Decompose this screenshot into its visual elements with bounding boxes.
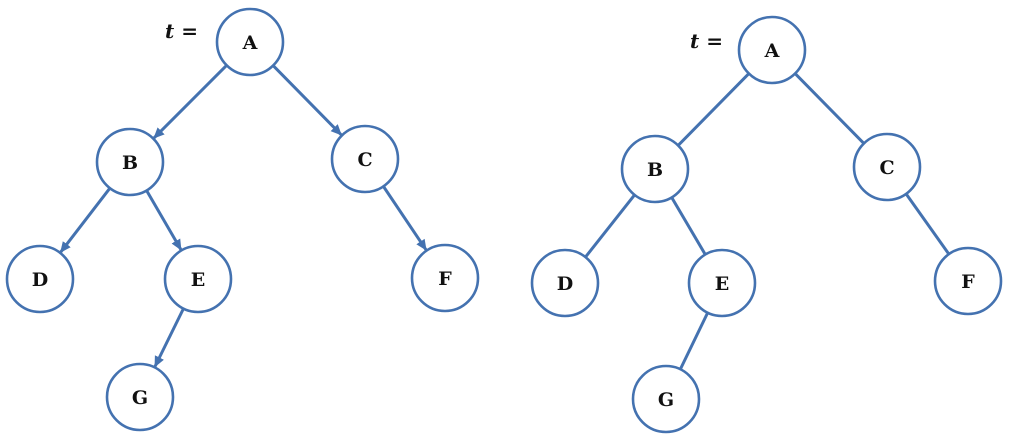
node-g: G <box>631 364 701 434</box>
node-c: C <box>330 124 400 194</box>
node-circle <box>852 132 922 202</box>
right-tree: t = A B C D E F G <box>530 15 1003 434</box>
node-d: D <box>5 244 75 314</box>
edge-b-e <box>145 189 183 251</box>
node-b: B <box>620 134 690 204</box>
node-label: A <box>242 32 258 54</box>
edges <box>59 64 428 368</box>
node-e: E <box>687 248 757 318</box>
node-circle <box>95 127 165 197</box>
node-circle <box>330 124 400 194</box>
node-circle <box>737 15 807 85</box>
node-label: C <box>357 149 372 171</box>
left-tree: t = A B C D E F G <box>5 7 480 432</box>
node-label: G <box>658 389 674 411</box>
node-label: D <box>32 269 48 291</box>
nodes: A B C D E F G <box>5 7 480 432</box>
node-a: A <box>215 7 285 77</box>
nodes: A B C D E F G <box>530 15 1003 434</box>
edge-b-e <box>670 196 707 256</box>
node-circle <box>105 362 175 432</box>
node-e: E <box>163 244 233 314</box>
node-label: E <box>715 273 729 295</box>
node-circle <box>687 248 757 318</box>
node-f: F <box>410 243 480 313</box>
edges <box>584 72 951 370</box>
edge-e-g <box>678 312 710 370</box>
node-circle <box>215 7 285 77</box>
node-label: G <box>132 387 148 409</box>
node-label: B <box>122 152 138 174</box>
tree-caption: t = <box>165 19 198 43</box>
node-label: E <box>191 269 205 291</box>
node-circle <box>410 243 480 313</box>
node-a: A <box>737 15 807 85</box>
edge-c-f <box>904 193 951 255</box>
node-label: C <box>879 157 894 179</box>
edge-a-c <box>794 72 865 145</box>
node-circle <box>5 244 75 314</box>
node-label: D <box>557 273 573 295</box>
edge-a-b <box>677 72 750 147</box>
tree-caption: t = <box>690 29 723 53</box>
edge-e-g <box>153 307 185 368</box>
node-circle <box>620 134 690 204</box>
node-b: B <box>95 127 165 197</box>
node-f: F <box>933 246 1003 316</box>
node-circle <box>933 246 1003 316</box>
edge-c-f <box>382 185 428 251</box>
node-circle <box>530 248 600 318</box>
node-d: D <box>530 248 600 318</box>
node-label: F <box>961 271 975 293</box>
node-label: F <box>438 268 452 290</box>
node-circle <box>631 364 701 434</box>
edge-b-d <box>584 193 636 259</box>
node-label: A <box>764 40 780 62</box>
node-label: B <box>647 159 663 181</box>
node-circle <box>163 244 233 314</box>
edge-b-d <box>59 187 112 253</box>
node-c: C <box>852 132 922 202</box>
node-g: G <box>105 362 175 432</box>
edge-a-c <box>272 64 343 136</box>
edge-a-b <box>152 64 228 140</box>
